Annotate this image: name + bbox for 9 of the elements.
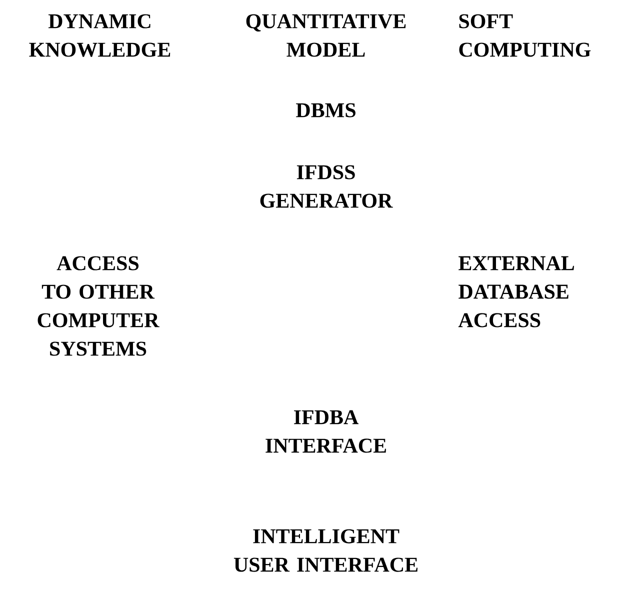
- component-label: SOFT COMPUTING: [459, 14, 591, 57]
- component-label: DYNAMIC KNOWLEDGE: [29, 14, 170, 57]
- component-label: IFDSS GENERATOR: [260, 165, 393, 208]
- component-label: INTELLIGENT USER INTERFACE: [234, 529, 418, 572]
- component-label: EXTERNAL DATABASE ACCESS: [458, 256, 574, 328]
- component-label: IFDBA INTERFACE: [266, 410, 386, 453]
- component-label: QUANTITATIVE MODEL: [246, 14, 406, 57]
- component-label: ACCESS TO OTHER COMPUTER SYSTEMS: [38, 256, 160, 356]
- component-label: DBMS: [296, 103, 356, 118]
